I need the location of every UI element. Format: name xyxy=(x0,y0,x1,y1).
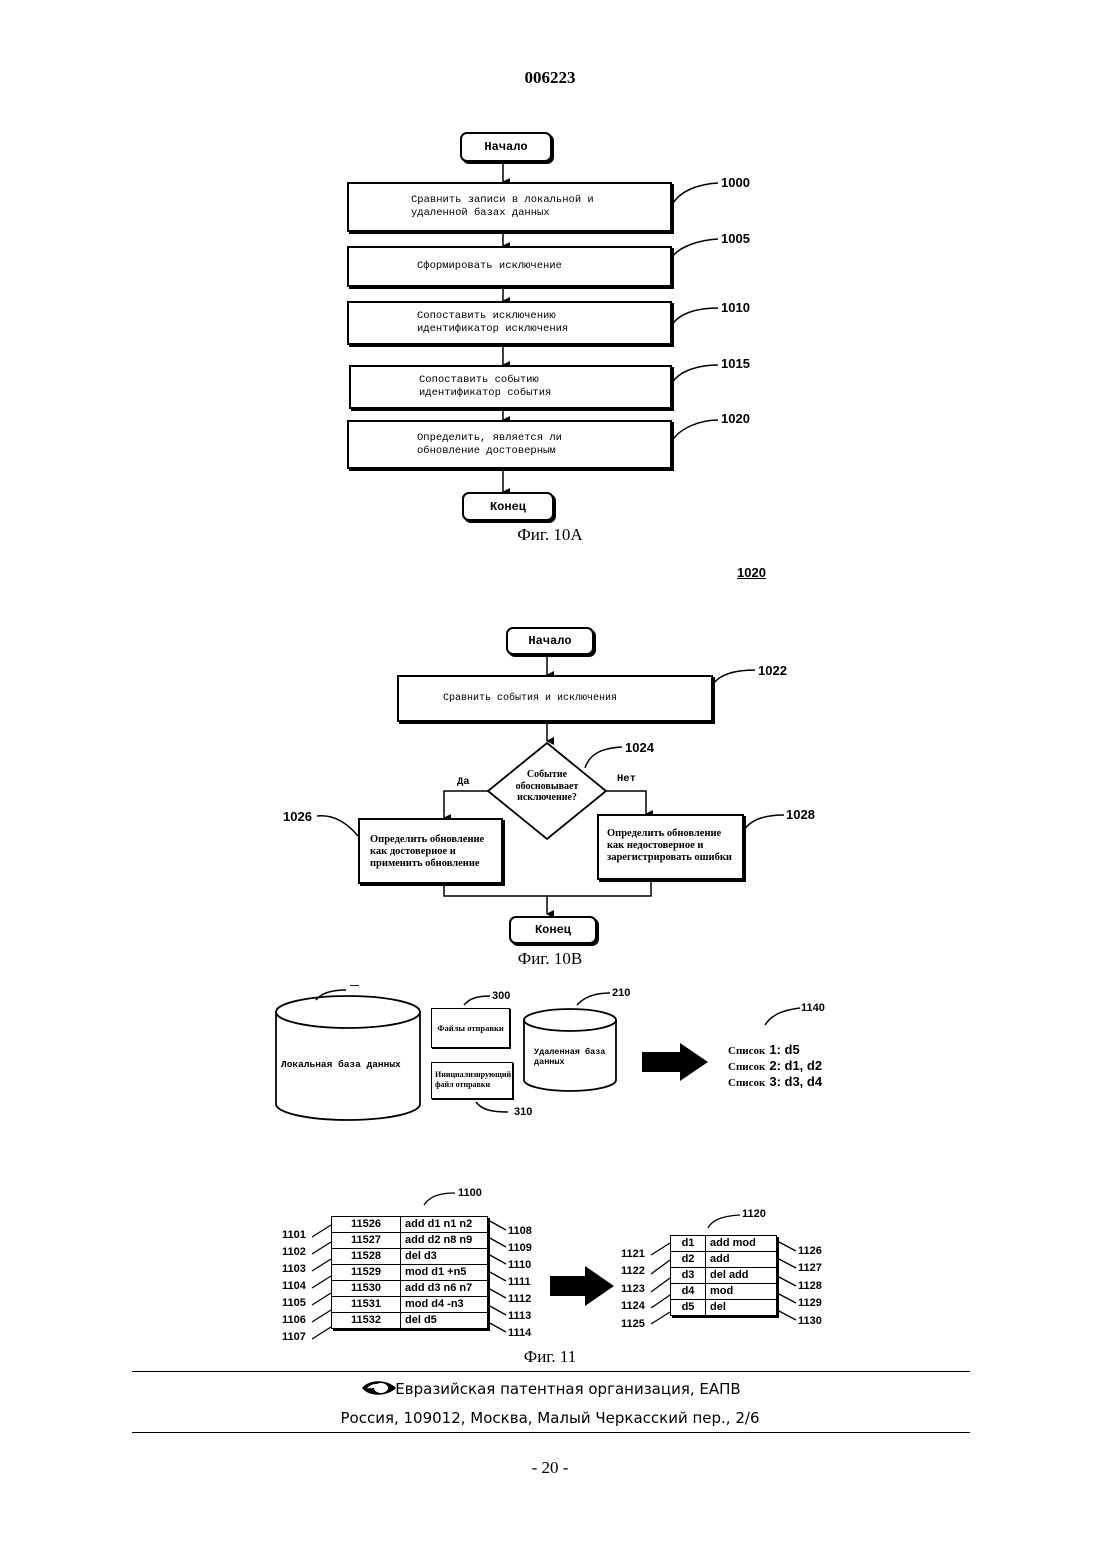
ref-1100: 1100 xyxy=(458,1187,482,1199)
row-ref-left: 1123 xyxy=(621,1283,645,1295)
row-id-cell: 11529 xyxy=(332,1265,401,1281)
row-ref-left: 1107 xyxy=(282,1331,306,1343)
row-ref-right: 1127 xyxy=(798,1262,822,1274)
row-ref-left: 1104 xyxy=(282,1280,306,1292)
row-id-cell: 11527 xyxy=(332,1233,401,1249)
row-op-cell: add xyxy=(706,1252,777,1268)
row-op-cell: add d3 n6 n7 xyxy=(401,1281,488,1297)
row-id-cell: 11531 xyxy=(332,1297,401,1313)
table-row: d3del add xyxy=(671,1268,777,1284)
row-ref-left: 1106 xyxy=(282,1314,306,1326)
row-ref-left: 1103 xyxy=(282,1263,306,1275)
row-id-cell: d2 xyxy=(671,1252,706,1268)
row-id-cell: 11528 xyxy=(332,1249,401,1265)
row-id-cell: d1 xyxy=(671,1236,706,1252)
table-row: 11531mod d4 -n3 xyxy=(332,1297,488,1313)
footer-bottom-rule xyxy=(132,1432,970,1433)
row-ref-left: 1101 xyxy=(282,1229,306,1241)
table-row: 11532del d5 xyxy=(332,1313,488,1329)
row-op-cell: del d5 xyxy=(401,1313,488,1329)
row-op-cell: mod xyxy=(706,1284,777,1300)
ref-1120: 1120 xyxy=(742,1208,766,1220)
row-ref-right: 1128 xyxy=(798,1280,822,1292)
row-ref-right: 1110 xyxy=(508,1259,531,1271)
row-ref-right: 1126 xyxy=(798,1245,822,1257)
row-ref-right: 1113 xyxy=(508,1310,531,1322)
row-ref-left: 1105 xyxy=(282,1297,306,1309)
row-ref-left: 1102 xyxy=(282,1246,306,1258)
row-id-cell: 11532 xyxy=(332,1313,401,1329)
row-ref-left: 1124 xyxy=(621,1300,645,1312)
footer-top-rule xyxy=(132,1371,970,1372)
row-ref-left: 1121 xyxy=(621,1248,645,1260)
row-ref-right: 1109 xyxy=(508,1242,532,1254)
row-ref-right: 1108 xyxy=(508,1225,532,1237)
row-ref-right: 1112 xyxy=(508,1293,531,1305)
footer-address: Россия, 109012, Москва, Малый Черкасский… xyxy=(0,1409,1100,1427)
row-ref-right: 1130 xyxy=(798,1315,822,1327)
row-op-cell: mod d4 -n3 xyxy=(401,1297,488,1313)
row-op-cell: del add xyxy=(706,1268,777,1284)
row-op-cell: mod d1 +n5 xyxy=(401,1265,488,1281)
row-id-cell: d4 xyxy=(671,1284,706,1300)
row-op-cell: add d2 n8 n9 xyxy=(401,1233,488,1249)
table-row: 11530add d3 n6 n7 xyxy=(332,1281,488,1297)
row-id-cell: d5 xyxy=(671,1300,706,1316)
fig11-caption: Фиг. 11 xyxy=(450,1347,650,1367)
footer-org: Евразийская патентная организация, ЕАПВ xyxy=(0,1380,1100,1398)
row-ref-left: 1125 xyxy=(621,1318,645,1330)
table-row: 11529mod d1 +n5 xyxy=(332,1265,488,1281)
table-row: d2add xyxy=(671,1252,777,1268)
row-op-cell: add mod xyxy=(706,1236,777,1252)
table-row: d4mod xyxy=(671,1284,777,1300)
fig11-table-leaders xyxy=(0,0,1100,1360)
row-ref-right: 1111 xyxy=(508,1276,531,1288)
row-op-cell: del d3 xyxy=(401,1249,488,1265)
table-row: d5del xyxy=(671,1300,777,1316)
row-ref-right: 1114 xyxy=(508,1327,531,1339)
table-left: 11526add d1 n1 n211527add d2 n8 n911528d… xyxy=(331,1216,488,1329)
row-ref-right: 1129 xyxy=(798,1297,822,1309)
table-right: d1add modd2addd3del addd4modd5del xyxy=(670,1235,777,1316)
row-id-cell: d3 xyxy=(671,1268,706,1284)
table-row: 11528del d3 xyxy=(332,1249,488,1265)
row-id-cell: 11530 xyxy=(332,1281,401,1297)
table-row: 11527add d2 n8 n9 xyxy=(332,1233,488,1249)
row-ref-left: 1122 xyxy=(621,1265,645,1277)
row-id-cell: 11526 xyxy=(332,1217,401,1233)
table-row: d1add mod xyxy=(671,1236,777,1252)
row-op-cell: add d1 n1 n2 xyxy=(401,1217,488,1233)
table-row: 11526add d1 n1 n2 xyxy=(332,1217,488,1233)
row-op-cell: del xyxy=(706,1300,777,1316)
page-number: - 20 - xyxy=(450,1458,650,1478)
